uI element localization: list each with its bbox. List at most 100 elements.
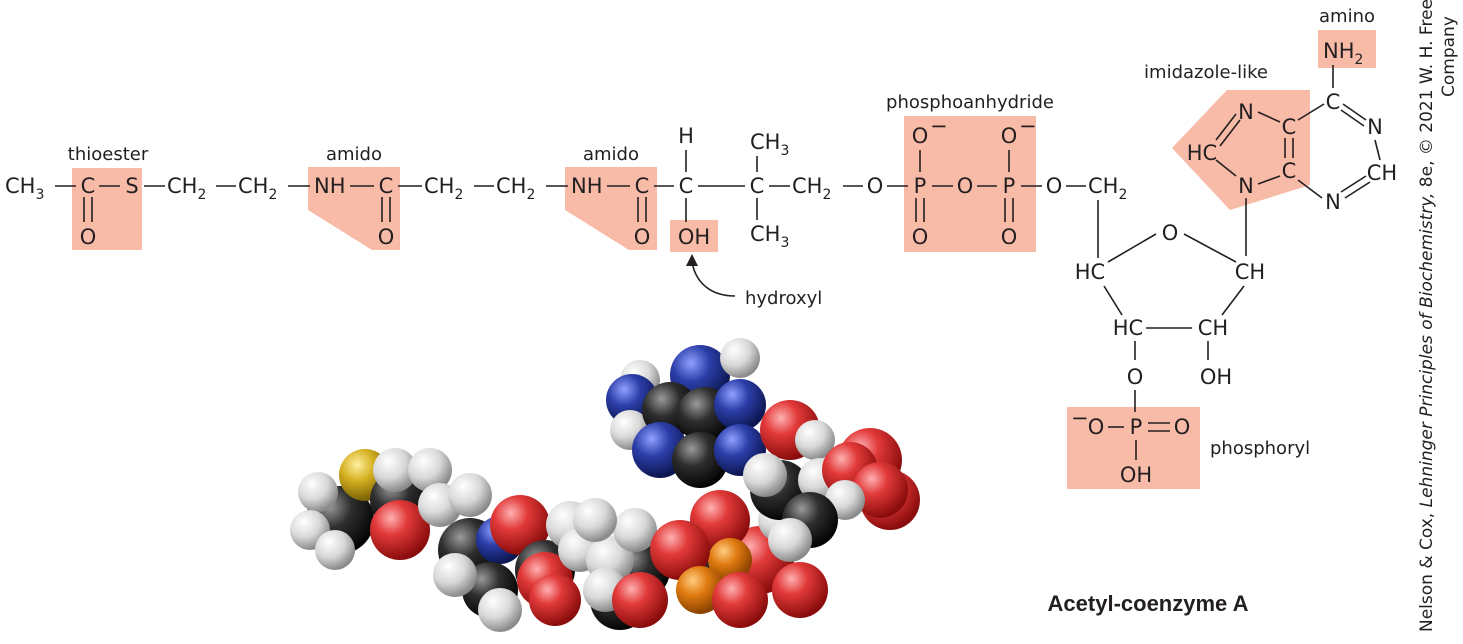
figure-title: Acetyl-coenzyme A [1048, 591, 1249, 616]
main-chain: CH3 C S O CH2 CH2 NH C O CH2 CH2 NH C O … [5, 114, 1127, 251]
label-amido-2: amido [583, 144, 639, 165]
ribose-ring: O HC CH HC CH OH O [1075, 198, 1265, 412]
atom-n9: N [1238, 174, 1254, 198]
atom-ch3-acetyl: CH3 [5, 174, 44, 203]
atom-o-ring: O [1162, 221, 1179, 245]
atom-o-minus-2: O [1001, 124, 1018, 148]
atom-sphere-h [433, 553, 477, 597]
hydroxyl-arrow [686, 254, 736, 297]
phosphoryl-highlight [1067, 407, 1200, 489]
atom-sphere-h [298, 472, 338, 512]
atom-c5: C [1282, 115, 1297, 139]
phosphoanhydride-highlight [904, 116, 1036, 252]
atom-o-minus-1: O [912, 124, 929, 148]
adenine-base: N N HC C C C N CH N NH2 [1187, 39, 1397, 214]
atom-o-p3: O [1174, 415, 1191, 439]
atom-o-thioester: O [80, 225, 97, 249]
label-amido-1: amido [326, 144, 382, 165]
atom-hc8: HC [1187, 141, 1217, 165]
atom-ch3-bottom: CH3 [750, 222, 789, 251]
atom-sphere-h [315, 530, 355, 570]
label-phosphoanhydride: phosphoanhydride [886, 92, 1054, 113]
atom-hc-ribose-3: HC [1113, 316, 1143, 340]
atom-sphere-o [370, 500, 430, 560]
atom-sphere-p [708, 538, 752, 582]
atom-sphere-h [795, 420, 835, 460]
atom-oh-hydroxyl: OH [678, 225, 710, 249]
atom-sphere-o [852, 462, 908, 518]
atom-p-3: P [1130, 415, 1143, 439]
atom-ch2-e: CH2 [792, 174, 831, 203]
atom-o-ester-1: O [867, 174, 884, 198]
atom-o-3prime: O [1127, 365, 1144, 389]
label-phosphoryl: phosphoryl [1210, 438, 1310, 459]
atom-nh-2: NH [571, 174, 603, 198]
atom-o-amide-2: O [634, 225, 651, 249]
atom-n3: N [1325, 190, 1341, 214]
atom-sphere-h [613, 508, 657, 552]
charge-minus-2: − [1019, 114, 1037, 138]
atom-ch2-b: CH2 [238, 174, 277, 203]
charge-minus-1: − [930, 114, 948, 138]
atom-o-amide-1: O [378, 225, 395, 249]
atom-ch2-c: CH2 [424, 174, 463, 203]
label-hydroxyl: hydroxyl [745, 288, 822, 309]
atom-c-thioester: C [81, 174, 96, 198]
atom-sphere-h [408, 448, 452, 492]
atom-sphere-h [448, 473, 492, 517]
label-thioester: thioester [68, 144, 149, 165]
atom-ch3-top: CH3 [750, 130, 789, 159]
label-imidazole-like: imidazole-like [1144, 62, 1268, 83]
hydroxyl-highlight [670, 220, 718, 252]
atom-o-bridge: O [957, 174, 974, 198]
atom-o-p2: O [1001, 225, 1018, 249]
atom-sphere-h [720, 338, 760, 378]
atom-sphere-n [714, 379, 766, 431]
atom-sphere-o [490, 495, 550, 555]
atom-ch2-d: CH2 [496, 174, 535, 203]
atom-sphere-h [743, 453, 787, 497]
atom-ch2-ribose: CH2 [1088, 174, 1127, 203]
atom-ch-ribose-1: CH [1235, 260, 1265, 284]
label-amino: amino [1319, 6, 1375, 27]
atom-o-p1: O [912, 225, 929, 249]
atom-sphere-h [768, 518, 812, 562]
atom-h: H [678, 124, 694, 148]
atom-oh-phosphoryl: OH [1120, 463, 1152, 487]
atom-sphere-h [573, 498, 617, 542]
charge-minus-3: − [1071, 406, 1089, 430]
atom-c-hydroxyl: C [679, 174, 694, 198]
amino-highlight [1318, 30, 1376, 68]
atom-sphere-h [373, 448, 417, 492]
atom-c6: C [1326, 90, 1341, 114]
atom-nh2: NH2 [1323, 39, 1363, 68]
space-filling-model [290, 338, 920, 632]
atom-sphere-h [478, 588, 522, 632]
atom-c-amide-1: C [379, 174, 394, 198]
atom-n1: N [1367, 115, 1383, 139]
atom-p-1: P [914, 174, 927, 198]
atom-o-minus-3: O [1088, 415, 1105, 439]
amido-highlight-1 [308, 167, 400, 250]
atom-sphere-o [650, 520, 710, 580]
atom-c-quaternary: C [750, 174, 765, 198]
atom-p-2: P [1003, 174, 1016, 198]
atom-sphere-p [676, 566, 724, 614]
amido-highlight-2 [565, 167, 657, 250]
credit-text-1: Nelson & Cox, Lehninger Principles of Bi… [1417, 0, 1437, 632]
atom-sphere-c [672, 432, 728, 488]
atom-c-amide-2: C [635, 174, 650, 198]
credit-line: Nelson & Cox, Lehninger Principles of Bi… [1417, 0, 1459, 632]
atom-ch2-a: CH2 [167, 174, 206, 203]
atom-oh-ribose: OH [1200, 365, 1232, 389]
atom-ch-ribose-2: CH [1198, 316, 1228, 340]
credit-text-2: Company [1439, 16, 1459, 97]
atom-o-ester-2: O [1046, 174, 1063, 198]
atom-sphere-o [772, 562, 828, 618]
atom-sphere-o [612, 572, 668, 628]
atom-sphere-o [712, 572, 768, 628]
atom-nh-1: NH [314, 174, 346, 198]
phosphoryl-group: − O P O OH [1071, 406, 1190, 487]
atom-hc-ribose: HC [1075, 260, 1105, 284]
